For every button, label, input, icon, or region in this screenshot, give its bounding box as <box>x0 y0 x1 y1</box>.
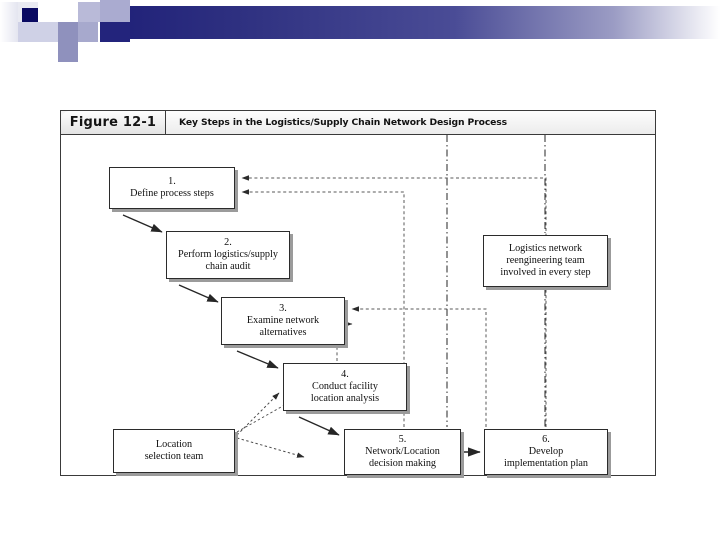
banner-square-3 <box>18 22 38 42</box>
flow-node-location-selection-team[interactable]: Location selection team <box>113 429 235 473</box>
flow-node-step-5[interactable]: 5. Network/Location decision making <box>344 429 461 475</box>
flow-node-line: selection team <box>144 451 204 462</box>
flow-node-step-6[interactable]: 6. Develop implementation plan <box>484 429 608 475</box>
slide-banner <box>0 0 720 62</box>
feedback-step5-to-step1 <box>241 189 405 427</box>
feedback-step6-to-step1 <box>241 175 547 427</box>
banner-square-9 <box>100 0 130 22</box>
feedback-step4-to-step3 <box>336 321 353 361</box>
banner-square-10 <box>100 22 130 42</box>
flow-node-reengineering-team[interactable]: Logistics network reengineering team inv… <box>483 235 608 287</box>
arrow-step3-to-step4 <box>236 350 279 369</box>
flow-node-line: chain audit <box>205 261 251 273</box>
dotted-arrow-locteam-to-step4 <box>236 392 280 436</box>
flow-node-line: location analysis <box>310 393 380 405</box>
flow-node-line: involved in every step <box>500 267 591 279</box>
flow-node-number: 1. <box>168 175 176 187</box>
flow-node-number: 6. <box>542 433 550 445</box>
flow-node-line: implementation plan <box>503 458 589 470</box>
flow-node-step-4[interactable]: 4. Conduct facility location analysis <box>283 363 407 411</box>
flow-node-number: 3. <box>279 302 287 314</box>
figure-caption: Key Steps in the Logistics/Supply Chain … <box>166 111 655 134</box>
banner-square-fade <box>0 2 18 42</box>
banner-square-accent <box>22 8 38 22</box>
flow-node-step-3[interactable]: 3. Examine network alternatives <box>221 297 345 345</box>
flow-node-line: Develop <box>528 445 564 457</box>
flow-node-line: decision making <box>368 458 437 470</box>
flow-node-number: 2. <box>224 236 232 248</box>
figure-number-label: Figure 12-1 <box>61 111 166 134</box>
flow-node-line: reengineering team <box>506 254 585 266</box>
flow-node-line: Examine network <box>246 314 320 326</box>
flow-node-line: Network/Location <box>365 445 440 457</box>
flow-node-line: Location <box>155 438 193 450</box>
banner-square-2 <box>38 2 58 22</box>
figure-header: Figure 12-1 Key Steps in the Logistics/S… <box>61 111 655 135</box>
banner-square-4 <box>38 22 58 42</box>
flow-arrow-group <box>122 214 340 436</box>
arrow-step2-to-step3 <box>178 284 219 303</box>
diagram-canvas: 1. Define process steps 2. Perform logis… <box>61 135 655 475</box>
flow-node-number: 4. <box>341 368 349 380</box>
banner-square-6 <box>78 22 98 42</box>
flow-node-line: Perform logistics/supply <box>178 248 278 260</box>
flow-node-step-1[interactable]: 1. Define process steps <box>109 167 235 209</box>
flow-node-line: Conduct facility <box>312 380 378 392</box>
flow-node-line: Logistics network <box>508 242 583 254</box>
arrow-step4-to-step5 <box>298 416 340 436</box>
banner-square-8 <box>78 2 100 22</box>
flow-node-line: alternatives <box>259 327 307 339</box>
banner-square-5 <box>58 22 78 42</box>
banner-square-7 <box>58 42 78 62</box>
dotted-arrow-locteam-to-step5 <box>236 437 305 458</box>
flow-node-line: Define process steps <box>130 188 214 199</box>
flow-node-number: 5. <box>398 433 407 445</box>
banner-gradient-bar <box>130 6 720 39</box>
arrow-step1-to-step2 <box>122 214 163 233</box>
feedback-step5-to-step3 <box>351 306 487 427</box>
figure-frame: Figure 12-1 Key Steps in the Logistics/S… <box>60 110 656 476</box>
flow-node-step-2[interactable]: 2. Perform logistics/supply chain audit <box>166 231 290 279</box>
banner-square-notch <box>78 42 100 44</box>
